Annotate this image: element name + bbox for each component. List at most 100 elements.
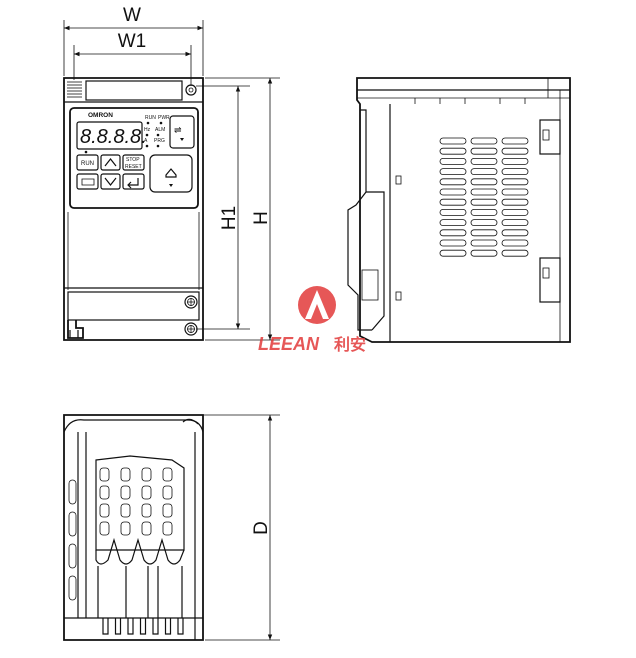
dimension-d: D bbox=[190, 414, 280, 641]
din-clips bbox=[539, 119, 561, 303]
cover-screw bbox=[184, 295, 198, 309]
vent-slot bbox=[501, 157, 529, 165]
label-d: D bbox=[251, 521, 272, 535]
vent-slot bbox=[99, 503, 110, 518]
vent-slot bbox=[470, 198, 498, 206]
terminal-pin bbox=[102, 618, 109, 635]
vent-slot bbox=[141, 467, 152, 482]
bottom-view: D bbox=[63, 414, 280, 641]
operator-panel: OMRON 8.8.8.8. RUN PWR Hz ALM A PRG ⇌ RU… bbox=[69, 107, 199, 209]
display-digits: 8.8.8.8. bbox=[80, 126, 147, 148]
watermark-text: LEEAN bbox=[258, 334, 320, 354]
terminal-pin bbox=[177, 618, 184, 635]
frequency-dial bbox=[149, 154, 193, 193]
dimension-h: H bbox=[205, 77, 280, 341]
terminal-pins bbox=[102, 618, 184, 635]
prg-indicator-label: PRG bbox=[154, 138, 165, 144]
vent-slot bbox=[141, 521, 152, 536]
label-w1: W1 bbox=[118, 31, 147, 52]
vent-slot bbox=[470, 137, 498, 145]
front-view: W W1 OMRON 8.8.8.8. bbox=[63, 5, 280, 341]
side-slot bbox=[68, 511, 77, 537]
vent-slot bbox=[501, 137, 529, 145]
side-slot bbox=[68, 575, 77, 601]
vent-slot bbox=[501, 219, 529, 227]
side-slot bbox=[68, 543, 77, 569]
vent-slot bbox=[501, 198, 529, 206]
vent-slot bbox=[470, 178, 498, 186]
terminal-pin bbox=[152, 618, 159, 635]
vent-slot bbox=[120, 503, 131, 518]
svg-text:STOP: STOP bbox=[126, 157, 140, 163]
vent-slot bbox=[501, 249, 529, 257]
a-indicator-label: A bbox=[144, 138, 148, 144]
vent-slot bbox=[439, 157, 467, 165]
vent-slot bbox=[439, 178, 467, 186]
down-key bbox=[100, 173, 121, 190]
bottom-vent-slots bbox=[99, 467, 173, 536]
svg-text:RESET: RESET bbox=[125, 164, 142, 170]
terminal-pin bbox=[114, 618, 122, 635]
enter-key bbox=[122, 173, 145, 190]
vent-slot bbox=[120, 521, 131, 536]
vent-slot bbox=[501, 178, 529, 186]
vent-slot bbox=[439, 208, 467, 216]
vent-slot bbox=[470, 168, 498, 176]
usb-port bbox=[169, 115, 195, 149]
vent-slot bbox=[439, 168, 467, 176]
top-vent-grille bbox=[67, 81, 82, 98]
mounting-hole-top bbox=[185, 84, 197, 96]
run-indicator-label: RUN bbox=[145, 115, 156, 121]
vent-slot bbox=[439, 137, 467, 145]
vent-slot bbox=[439, 198, 467, 206]
up-key bbox=[100, 154, 121, 171]
vent-slot bbox=[439, 147, 467, 155]
vent-slot bbox=[501, 229, 529, 237]
vent-slot bbox=[501, 208, 529, 216]
vent-slot bbox=[470, 208, 498, 216]
vent-slot bbox=[99, 521, 110, 536]
svg-text:RUN: RUN bbox=[81, 161, 94, 167]
vent-slot bbox=[162, 485, 173, 500]
run-key bbox=[76, 154, 99, 171]
vent-slot bbox=[141, 503, 152, 518]
vent-slot bbox=[120, 467, 131, 482]
label-h: H bbox=[251, 211, 272, 225]
vent-slot bbox=[99, 485, 110, 500]
vent-slot bbox=[470, 239, 498, 247]
vent-slot bbox=[470, 229, 498, 237]
vent-slot bbox=[439, 229, 467, 237]
dimension-h1: H1 bbox=[196, 85, 250, 330]
terminal-pin bbox=[139, 618, 147, 635]
watermark-text-cn: 利安 bbox=[334, 335, 366, 354]
vent-slot bbox=[162, 521, 173, 536]
vent-slot bbox=[501, 188, 529, 196]
watermark-logo: LEEAN 利安 bbox=[258, 286, 366, 354]
side-slot bbox=[68, 479, 77, 505]
alm-indicator-label: ALM bbox=[155, 127, 165, 133]
stop-reset-key bbox=[122, 154, 145, 171]
terminal-pin bbox=[164, 618, 172, 635]
vent-slot bbox=[439, 219, 467, 227]
brand-logo: OMRON bbox=[88, 112, 113, 119]
vent-slot bbox=[470, 219, 498, 227]
vent-slot bbox=[470, 147, 498, 155]
top-ribs bbox=[414, 98, 526, 104]
vent-slot bbox=[470, 157, 498, 165]
label-w: W bbox=[123, 5, 141, 26]
pwr-indicator-label: PWR bbox=[158, 115, 170, 121]
mode-key bbox=[76, 173, 99, 190]
terminal-pin bbox=[127, 618, 134, 635]
bottom-side-slots bbox=[68, 479, 77, 601]
label-h1: H1 bbox=[219, 206, 240, 230]
led-display bbox=[76, 121, 143, 150]
vent-slot bbox=[439, 239, 467, 247]
usb-icon: ⇌ bbox=[174, 125, 182, 135]
vent-slot bbox=[470, 188, 498, 196]
vent-slot bbox=[141, 485, 152, 500]
vent-slot bbox=[439, 249, 467, 257]
vent-slot bbox=[162, 503, 173, 518]
vent-slot bbox=[439, 188, 467, 196]
vent-slot bbox=[501, 168, 529, 176]
